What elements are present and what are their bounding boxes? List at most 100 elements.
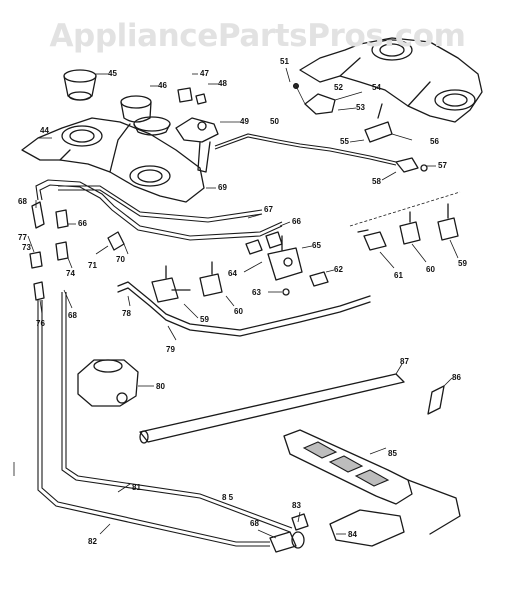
svg-text:69: 69 [218,183,227,192]
svg-text:82: 82 [88,537,97,546]
svg-text:78: 78 [122,309,131,318]
svg-text:55: 55 [340,137,349,146]
callout-46: 46 [150,81,167,90]
svg-text:81: 81 [132,483,141,492]
burner-box-left [21,117,205,203]
fitting-62 [309,271,329,287]
svg-text:62: 62 [334,265,343,274]
svg-text:65: 65 [312,241,321,250]
callout-54: 54 [372,83,381,92]
svg-text:59: 59 [458,259,467,268]
manifold-pipe [35,179,283,237]
callout-65: 65 [301,241,321,250]
callout-68-mid: 68 [63,289,77,320]
bracket-49 [175,117,219,173]
oven-burner-85 [283,429,461,535]
tube-81 [61,292,291,533]
callout-labels: 44 45 46 47 48 49 50 51 52 53 54 55 56 5… [18,57,467,546]
svg-text:54: 54 [372,83,381,92]
callout-83: 83 [292,501,301,523]
callout-48: 48 [208,79,227,88]
svg-text:71: 71 [88,261,97,270]
bar-87 [139,373,405,444]
callout-80: 80 [138,382,165,391]
callout-84: 84 [336,530,357,539]
callout-87: 87 [395,357,409,375]
svg-text:87: 87 [400,357,409,366]
svg-text:76: 76 [36,319,45,328]
fitting-68-mid [55,209,69,229]
valve-61 [357,229,387,251]
svg-text:83: 83 [292,501,301,510]
svg-text:79: 79 [166,345,175,354]
callout-78: 78 [122,295,131,318]
svg-text:68: 68 [250,519,259,528]
callout-63: 63 [252,288,282,297]
svg-text:47: 47 [200,69,209,78]
screw-63 [282,288,290,296]
svg-text:57: 57 [438,161,447,170]
callout-66-b: 66 [279,217,301,227]
callout-59-right: 59 [449,239,467,268]
callout-58: 58 [372,171,397,186]
fitting-68-left [31,201,45,229]
callout-85: 85 [369,447,397,458]
callout-56: 56 [430,137,439,146]
callout-52: 52 [334,83,343,92]
igniter-84 [291,509,405,547]
bracket-55 [364,103,413,143]
fitting-68-bottom [269,531,305,553]
callout-61: 61 [379,251,403,280]
fitting-76 [33,281,45,301]
svg-text:59: 59 [200,315,209,324]
callout-71: 71 [88,245,109,270]
callout-47: 47 [192,69,209,78]
svg-text:50: 50 [270,117,279,126]
svg-text:53: 53 [356,103,365,112]
regulator-80 [77,359,139,407]
tube-50 [214,133,397,163]
page-number: 8 5 [222,493,234,502]
callout-74: 74 [66,257,75,278]
callout-77: 77 [18,233,35,253]
callout-57: 57 [426,161,447,170]
valve-59-right [437,203,459,241]
callout-50: 50 [270,117,279,126]
svg-text:66: 66 [78,219,87,228]
callout-82: 82 [88,523,111,546]
callout-45: 45 [96,69,117,78]
svg-text:45: 45 [108,69,117,78]
valve-60-right [399,211,421,245]
svg-text:74: 74 [66,269,75,278]
callout-76: 76 [36,299,45,328]
svg-text:63: 63 [252,288,261,297]
callout-59: 59 [183,303,209,324]
air-shutter-52 [293,83,363,115]
svg-text:58: 58 [372,177,381,186]
callout-62: 62 [325,265,343,274]
svg-text:80: 80 [156,382,165,391]
callout-81: 81 [117,483,141,493]
callout-86: 86 [443,373,461,387]
callout-68: 68 [18,197,37,208]
svg-text:52: 52 [334,83,343,92]
callout-51: 51 [280,57,291,83]
svg-text:73: 73 [22,243,31,252]
callout-70: 70 [116,243,129,264]
valve-65 [267,235,303,281]
callout-69: 69 [206,183,227,192]
cap-77 [29,251,43,269]
svg-text:60: 60 [234,307,243,316]
svg-text:68: 68 [18,197,27,206]
svg-text:68: 68 [68,311,77,320]
valve-60-a [151,265,191,303]
svg-text:49: 49 [240,117,249,126]
callout-53: 53 [337,103,365,112]
clip-70 [107,231,125,251]
svg-text:61: 61 [394,271,403,280]
callout-64: 64 [228,261,263,278]
fitting-66-top [265,231,283,249]
svg-text:66: 66 [292,217,301,226]
